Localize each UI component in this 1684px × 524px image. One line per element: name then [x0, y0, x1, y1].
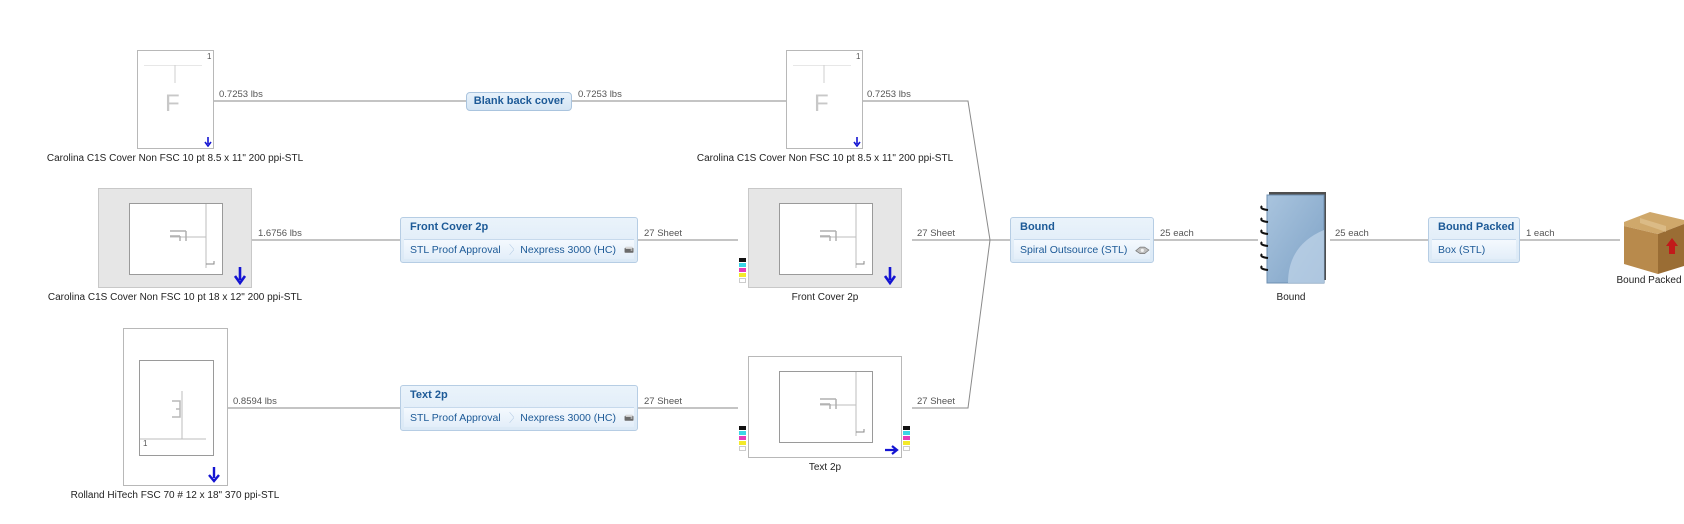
paper-3-caption: Carolina C1S Cover Non FSC 10 pt 18 x 12…	[47, 292, 303, 303]
edge-label: 27 Sheet	[917, 396, 956, 407]
edge-label: 27 Sheet	[644, 396, 683, 407]
paper-node-2[interactable]: F 1	[786, 50, 863, 149]
cardboard-box-icon[interactable]	[1620, 204, 1684, 276]
printer-icon	[624, 246, 634, 253]
op-bound-packed[interactable]: Bound Packed Box (STL)	[1428, 217, 1520, 263]
op-title: Bound	[1020, 221, 1055, 233]
paper-1-caption: Carolina C1S Cover Non FSC 10 pt 8.5 x 1…	[46, 153, 304, 164]
imposition-f-icon	[170, 204, 215, 268]
paper-node-3[interactable]	[98, 188, 252, 288]
imposition-f-icon: F	[144, 65, 202, 117]
front-cover-caption: Front Cover 2p	[791, 292, 859, 303]
edge-label: 25 each	[1160, 228, 1194, 239]
text-caption: Text 2p	[808, 462, 842, 473]
svg-text:F: F	[814, 90, 829, 117]
edge-label: 27 Sheet	[917, 228, 956, 239]
page-number: 1	[856, 52, 861, 61]
down-arrow-icon	[883, 267, 897, 285]
printer-icon	[624, 414, 634, 421]
op-title: Front Cover 2p	[410, 221, 489, 233]
down-arrow-icon	[204, 137, 212, 147]
spiral-notebook-icon[interactable]	[1258, 190, 1330, 288]
step-proof-approval[interactable]: STL Proof Approval	[410, 243, 501, 256]
op-title: Text 2p	[410, 389, 448, 401]
edge-label: 0.7253 lbs	[578, 89, 622, 100]
op-blank-back-cover[interactable]: Blank back cover	[466, 92, 572, 111]
edge-label: 1 each	[1526, 228, 1555, 239]
step-nexpress[interactable]: Nexpress 3000 (HC)	[520, 243, 616, 256]
op-title: Bound Packed	[1438, 221, 1515, 233]
edge-label: 0.8594 lbs	[233, 396, 277, 407]
edge-label: 27 Sheet	[644, 228, 683, 239]
front-cover-node[interactable]	[748, 188, 902, 288]
svg-text:F: F	[165, 90, 180, 117]
step-spiral-outsource[interactable]: Spiral Outsource (STL)	[1020, 243, 1128, 256]
imposition-f-icon	[140, 391, 206, 440]
text-node[interactable]	[748, 356, 902, 458]
op-bound[interactable]: Bound Spiral Outsource (STL)	[1010, 217, 1154, 263]
imposition-f-icon	[820, 372, 865, 436]
step-box[interactable]: Box (STL)	[1438, 243, 1486, 256]
color-bar-icon	[903, 426, 910, 452]
down-arrow-icon	[233, 267, 247, 285]
imposition-f-icon	[820, 204, 865, 268]
op-text[interactable]: Text 2p STL Proof Approval Nexpress 3000…	[400, 385, 638, 431]
chevron-right-icon	[509, 244, 515, 255]
color-bar-icon	[739, 426, 746, 452]
paper-node-4[interactable]: 1	[123, 328, 228, 486]
imposition-f-icon: F	[793, 65, 851, 117]
page-number: 1	[143, 439, 148, 448]
paper-node-1[interactable]: F 1	[137, 50, 214, 149]
bound-caption: Bound	[1276, 292, 1306, 303]
outsource-hand-icon	[1135, 246, 1150, 254]
right-arrow-icon	[885, 445, 899, 455]
paper-4-caption: Rolland HiTech FSC 70 # 12 x 18" 370 ppi…	[70, 490, 280, 501]
edge-label: 0.7253 lbs	[867, 89, 911, 100]
chevron-right-icon	[509, 412, 515, 423]
paper-2-caption: Carolina C1S Cover Non FSC 10 pt 8.5 x 1…	[696, 153, 954, 164]
color-bar-icon	[739, 258, 746, 284]
edge-label: 25 each	[1335, 228, 1369, 239]
op-front-cover[interactable]: Front Cover 2p STL Proof Approval Nexpre…	[400, 217, 638, 263]
down-arrow-icon	[853, 137, 861, 147]
down-arrow-icon	[208, 467, 220, 483]
page-number: 1	[207, 52, 212, 61]
edge-label: 0.7253 lbs	[219, 89, 263, 100]
step-nexpress[interactable]: Nexpress 3000 (HC)	[520, 411, 616, 424]
step-proof-approval[interactable]: STL Proof Approval	[410, 411, 501, 424]
edge-label: 1.6756 lbs	[258, 228, 302, 239]
bound-packed-caption: Bound Packed	[1616, 275, 1682, 286]
